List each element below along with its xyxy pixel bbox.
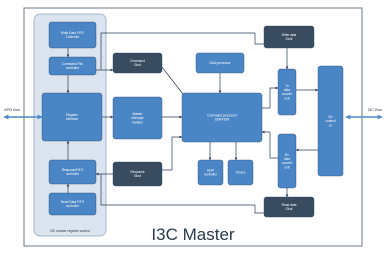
block-box bbox=[48, 159, 97, 185]
block-box bbox=[48, 21, 97, 49]
block-label-line: Tx bbox=[285, 84, 289, 88]
block-label-line: Response bbox=[130, 170, 145, 174]
block-label-line: Command bbox=[130, 59, 145, 63]
block-box bbox=[317, 65, 344, 177]
block-label-line: controller bbox=[66, 66, 80, 70]
block-label-line: Command processor bbox=[207, 114, 238, 118]
block-label-line: Gbuf bbox=[134, 174, 141, 178]
block-label-line: Write Data FIFO bbox=[61, 31, 85, 35]
block-label-line: convert bbox=[282, 92, 293, 96]
block-label-line: Read Data FIFO bbox=[61, 200, 85, 204]
block-label-line: Rx bbox=[285, 153, 289, 157]
block-label-line: DAA processor bbox=[209, 61, 231, 65]
block-label-line: Gbuf bbox=[286, 37, 293, 41]
block-box bbox=[195, 52, 245, 74]
block-label-line: Timers bbox=[236, 171, 246, 175]
block-label-line: Write data bbox=[282, 33, 297, 37]
block-box bbox=[112, 96, 163, 140]
block-label-line: controll bbox=[325, 119, 336, 123]
block-daa-processor: DAA processor bbox=[195, 52, 245, 74]
block-label-line: HDR bbox=[207, 169, 215, 173]
block-label-line: data bbox=[284, 88, 290, 92]
connectors bbox=[66, 32, 319, 215]
block-label-line: unit bbox=[284, 96, 289, 100]
diagram-title: I3C Master bbox=[151, 225, 234, 244]
block-box bbox=[227, 159, 254, 186]
block-label-line: Gbuf bbox=[134, 63, 141, 67]
block-label-line: unit bbox=[284, 165, 289, 169]
block-label-line: interrupt bbox=[132, 116, 144, 120]
i3c-bus-label: I3C Bus bbox=[368, 107, 382, 112]
block-box bbox=[112, 52, 163, 74]
block-label-line: Read data bbox=[282, 203, 297, 207]
block-label-line: ResponseFIFO bbox=[62, 168, 84, 172]
block-label-line: Register bbox=[66, 113, 79, 117]
block-label-line: Master bbox=[133, 112, 144, 116]
block-box bbox=[112, 161, 163, 187]
block-label-line: Gbuf bbox=[286, 207, 293, 211]
block-box bbox=[41, 92, 103, 142]
block-label-line: I3c bbox=[328, 115, 333, 119]
block-label-line: controller bbox=[66, 172, 80, 176]
block-label-line: handler bbox=[132, 120, 144, 124]
block-label-line: controller bbox=[66, 204, 80, 208]
block-label-line: SDR/HDR bbox=[215, 118, 230, 122]
block-label-line: Command Fifo bbox=[62, 62, 83, 66]
block-box bbox=[277, 68, 297, 116]
block-label-line: Controller bbox=[66, 35, 81, 39]
block-box bbox=[263, 196, 315, 218]
register-group-caption: I3C master register control bbox=[50, 229, 90, 233]
apb-bus-label: APB Bus bbox=[4, 107, 20, 112]
block-label-line: convert bbox=[282, 161, 293, 165]
block-box bbox=[263, 25, 315, 49]
block-box bbox=[277, 133, 297, 189]
block-box bbox=[197, 159, 224, 186]
block-label-line: interface bbox=[66, 117, 78, 121]
block-label-line: er bbox=[329, 123, 333, 127]
block-box bbox=[48, 192, 97, 216]
block-label-line: data bbox=[284, 157, 290, 161]
block-box bbox=[48, 56, 97, 76]
block-timers: Timers bbox=[227, 159, 254, 186]
block-box bbox=[181, 92, 263, 143]
block-label-line: controller bbox=[204, 173, 218, 177]
